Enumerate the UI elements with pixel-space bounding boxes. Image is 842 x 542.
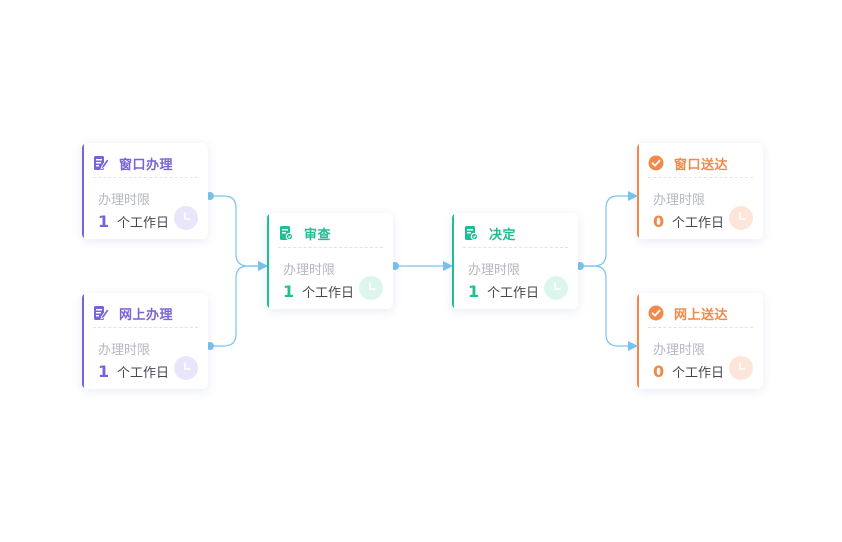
node-window-handling[interactable]: 窗口办理 办理时限 1 个工作日: [82, 143, 208, 239]
limit-unit: 个工作日: [672, 366, 725, 381]
node-header: 审查: [278, 222, 383, 248]
node-header: 网上办理: [93, 302, 198, 328]
clock-icon: [729, 356, 753, 380]
limit-unit: 个工作日: [117, 216, 170, 231]
node-title: 审查: [304, 227, 332, 243]
port-review: [391, 262, 399, 270]
port-window: [206, 192, 214, 200]
node-window-delivery[interactable]: 窗口送达 办理时限 0 个工作日: [637, 143, 763, 239]
node-header: 窗口办理: [93, 152, 198, 178]
node-header: 网上送达: [648, 302, 753, 328]
limit-days: 1: [98, 362, 110, 381]
edge-online-to-review: [210, 261, 268, 347]
node-title: 决定: [489, 227, 517, 243]
limit-unit: 个工作日: [487, 286, 540, 301]
check-circle-icon: [648, 305, 664, 321]
node-decision[interactable]: 决定 办理时限 1 个工作日: [452, 213, 578, 309]
port-online: [206, 342, 214, 350]
limit-label: 办理时限: [98, 193, 151, 208]
node-review[interactable]: 审查 办理时限 1 个工作日: [267, 213, 393, 309]
limit-row: 0 个工作日: [653, 362, 724, 381]
limit-label: 办理时限: [653, 343, 706, 358]
limit-row: 0 个工作日: [653, 212, 724, 231]
limit-row: 1 个工作日: [98, 362, 169, 381]
clock-icon: [544, 276, 568, 300]
limit-days: 1: [98, 212, 110, 231]
limit-label: 办理时限: [98, 343, 151, 358]
clock-icon: [729, 206, 753, 230]
node-header: 决定: [463, 222, 568, 248]
node-title: 窗口送达: [674, 157, 729, 173]
edit-doc-icon: [94, 306, 109, 320]
node-title: 窗口办理: [119, 157, 174, 173]
limit-row: 1 个工作日: [283, 282, 354, 301]
edge-decision-to-online-delivery: [580, 265, 638, 351]
review-doc-icon: [465, 226, 479, 241]
edge-window-to-review: [210, 195, 268, 271]
review-doc-icon: [280, 226, 294, 241]
node-online-handling[interactable]: 网上办理 办理时限 1 个工作日: [82, 293, 208, 389]
limit-label: 办理时限: [653, 193, 706, 208]
limit-days: 1: [283, 282, 295, 301]
limit-row: 1 个工作日: [98, 212, 169, 231]
check-circle-icon: [648, 155, 664, 171]
edit-doc-icon: [94, 156, 109, 170]
limit-unit: 个工作日: [117, 366, 170, 381]
clock-icon: [174, 206, 198, 230]
node-online-delivery[interactable]: 网上送达 办理时限 0 个工作日: [637, 293, 763, 389]
limit-label: 办理时限: [468, 263, 521, 278]
node-title: 网上办理: [119, 307, 174, 323]
limit-label: 办理时限: [283, 263, 336, 278]
port-decision: [576, 262, 584, 270]
limit-days: 0: [653, 212, 665, 231]
edge-decision-to-window-delivery: [580, 191, 638, 267]
limit-days: 1: [468, 282, 480, 301]
clock-icon: [174, 356, 198, 380]
node-header: 窗口送达: [648, 152, 753, 178]
clock-icon: [359, 276, 383, 300]
limit-days: 0: [653, 362, 665, 381]
limit-row: 1 个工作日: [468, 282, 539, 301]
limit-unit: 个工作日: [302, 286, 355, 301]
node-title: 网上送达: [674, 307, 729, 323]
limit-unit: 个工作日: [672, 216, 725, 231]
